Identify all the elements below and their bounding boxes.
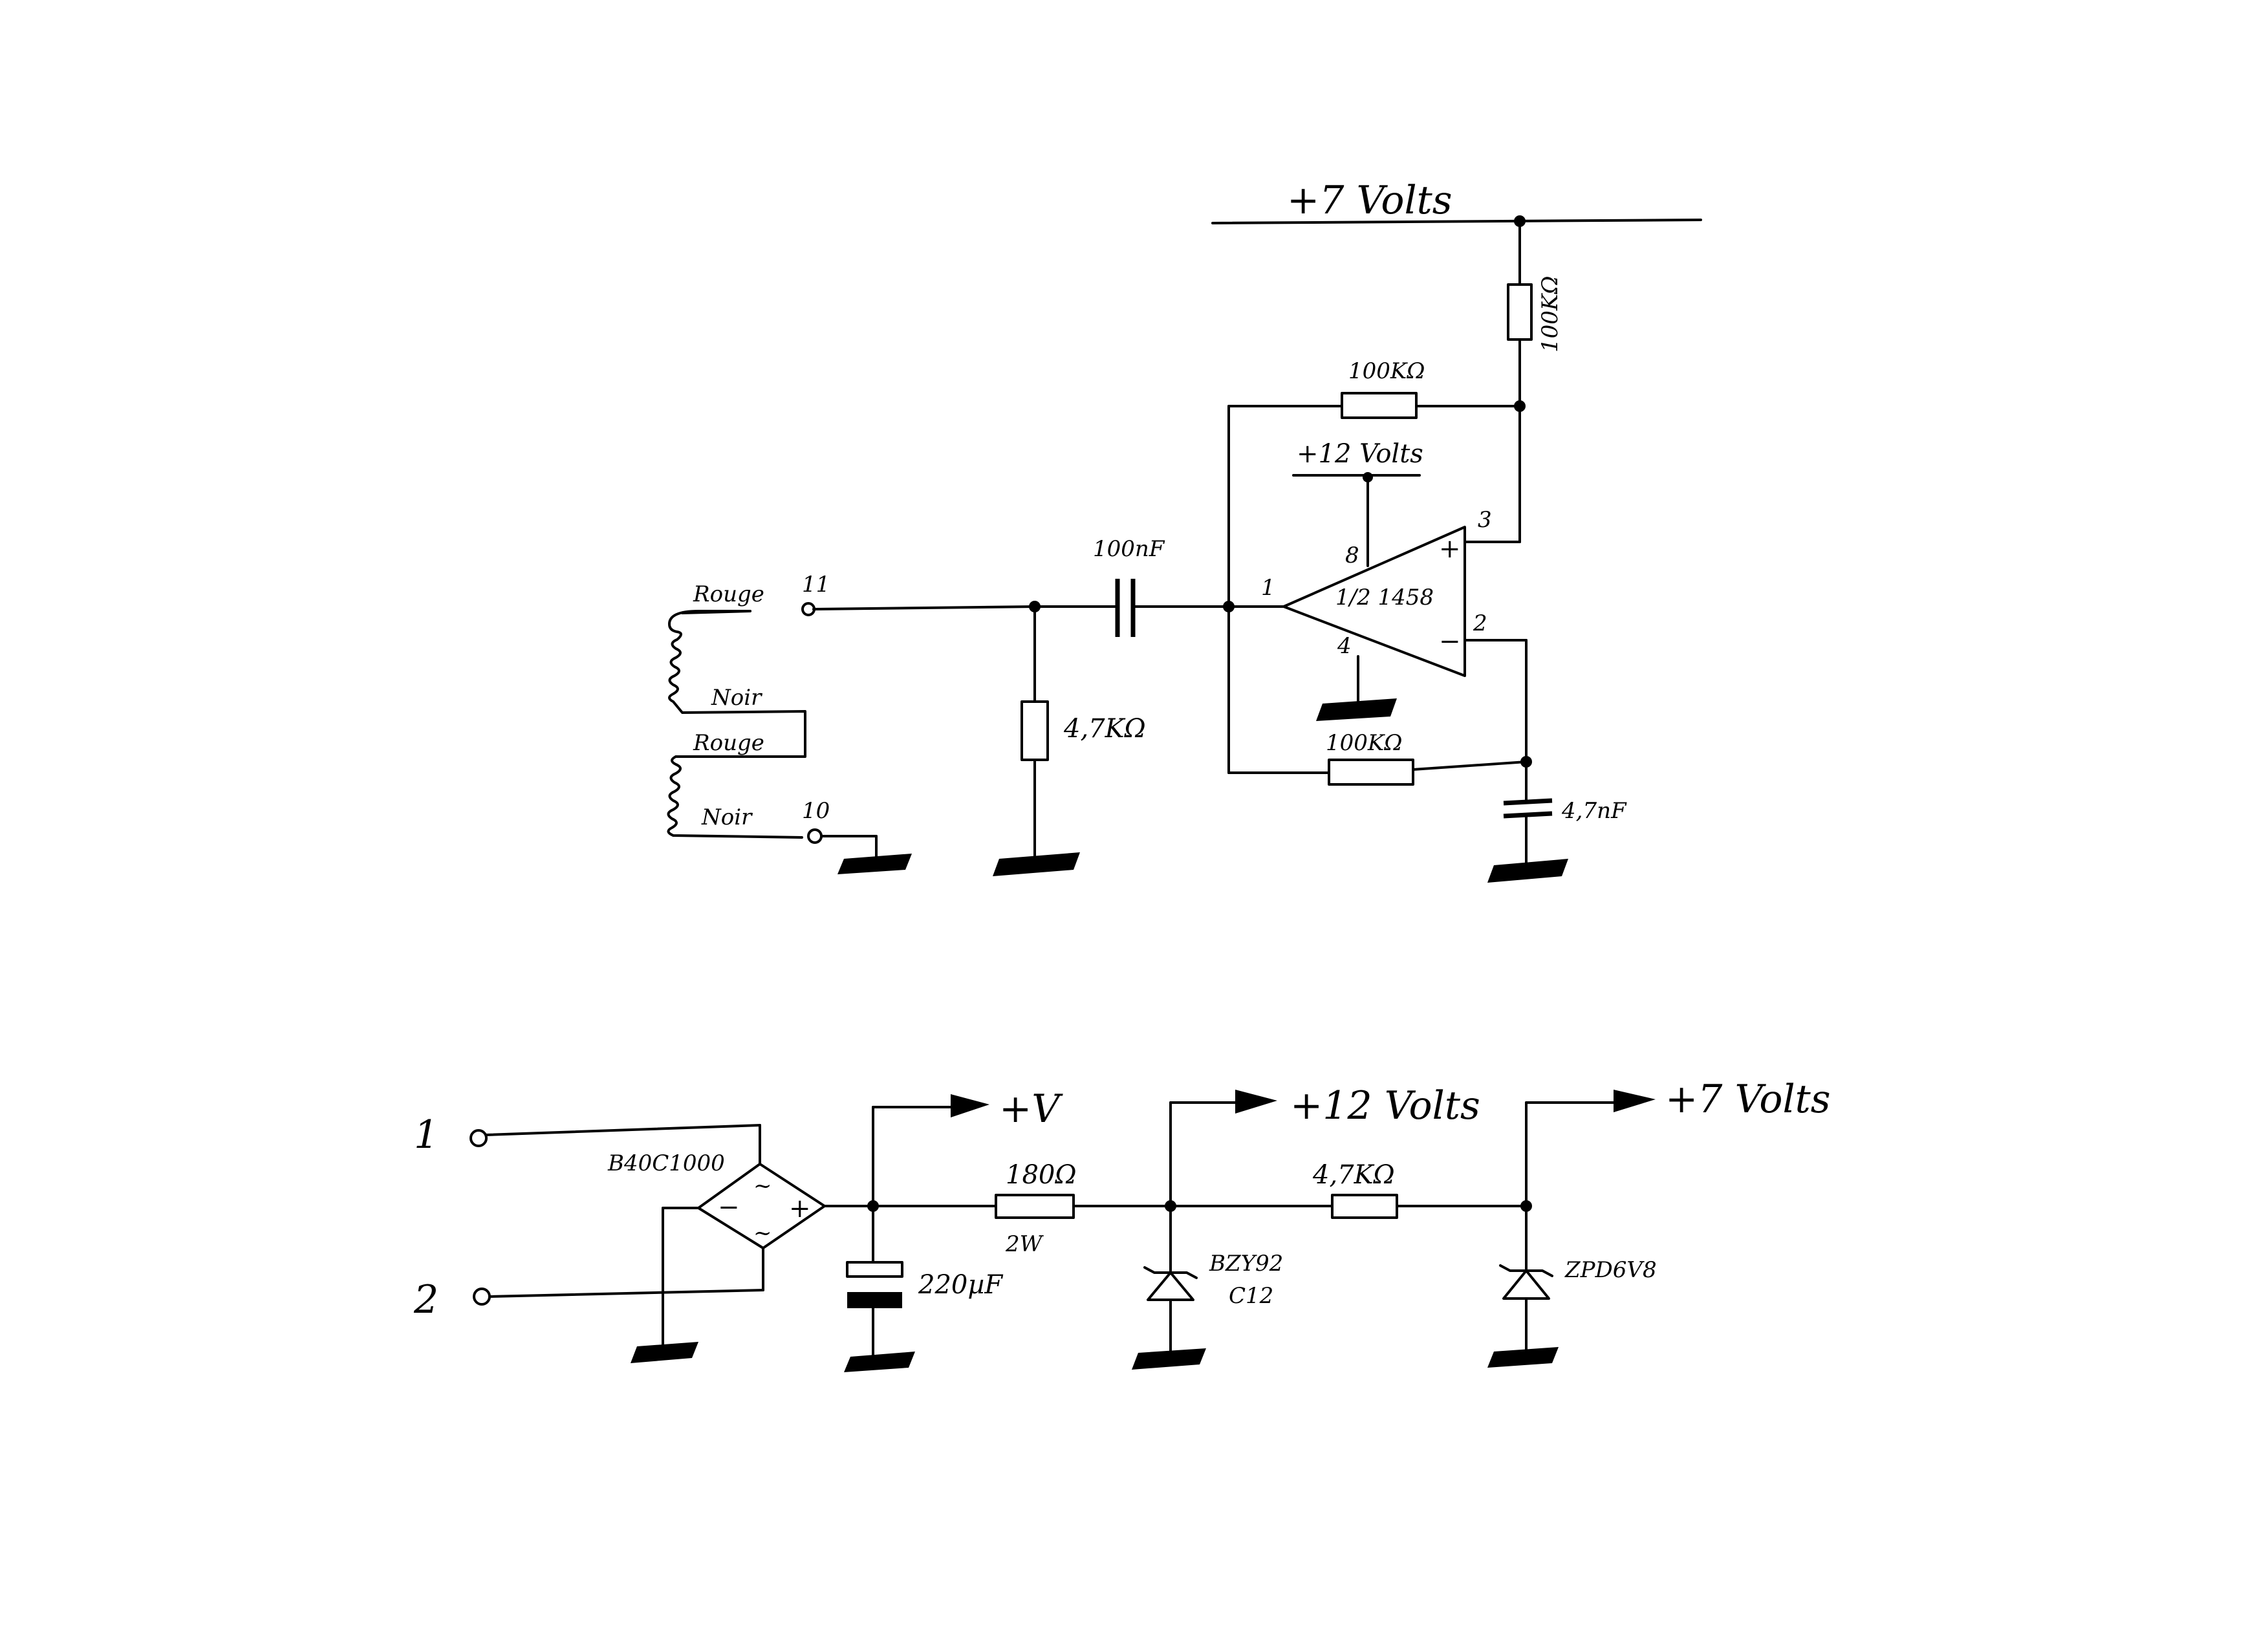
terminal-10 bbox=[807, 828, 823, 844]
pin-2-label: 2 bbox=[1473, 610, 1487, 636]
bridge-plus: + bbox=[789, 1194, 811, 1223]
resistor-180-label: 180Ω bbox=[1006, 1160, 1077, 1190]
resistor-180-power: 2W bbox=[1005, 1231, 1044, 1257]
resistor-4k7 bbox=[1331, 1194, 1398, 1219]
bridge-minus: − bbox=[718, 1192, 740, 1222]
resistor-feedback-top bbox=[1341, 392, 1418, 419]
opamp-label: 1/2 1458 bbox=[1335, 585, 1434, 610]
zener-bzy92-bar bbox=[1143, 1266, 1198, 1279]
arrow-out-7v bbox=[1614, 1090, 1656, 1112]
ground-symbol bbox=[631, 1342, 698, 1363]
ground-symbol bbox=[1132, 1348, 1206, 1370]
zener-1-label-line1: BZY92 bbox=[1209, 1251, 1283, 1277]
resistor-feedback-bottom bbox=[1328, 759, 1414, 786]
bridge-ac-top: ~ bbox=[753, 1173, 772, 1199]
coil-top bbox=[667, 610, 806, 839]
power-supply-circuit: 1 2 B40C1000 ~ ~ − + +V 220µF bbox=[413, 1077, 1831, 1372]
resistor-180 bbox=[995, 1194, 1075, 1219]
ground-symbol bbox=[1316, 698, 1397, 721]
coil-top-label: Rouge bbox=[693, 581, 764, 607]
terminal-11-label: 11 bbox=[802, 572, 830, 598]
zener-zpd6v8-bar bbox=[1499, 1264, 1553, 1277]
bridge-label: B40C1000 bbox=[607, 1150, 725, 1176]
rail-12v-label: +12 Volts bbox=[1297, 439, 1423, 469]
bridge-rectifier bbox=[697, 1163, 826, 1249]
resistor-input-label: 4,7KΩ bbox=[1063, 714, 1146, 744]
resistor-pullup-label: 100KΩ bbox=[1537, 276, 1563, 353]
capacitor-bypass bbox=[1503, 798, 1553, 806]
terminal-10-label: 10 bbox=[802, 798, 830, 824]
coil-top-end-label: Noir bbox=[711, 685, 762, 711]
zener-zpd6v8 bbox=[1502, 1269, 1550, 1300]
resistor-4k7-label: 4,7KΩ bbox=[1312, 1160, 1395, 1190]
pin-4-label: 4 bbox=[1337, 633, 1352, 659]
ground-symbol bbox=[844, 1352, 915, 1372]
rail-7v-label: +7 Volts bbox=[1287, 178, 1453, 223]
input-terminal-1 bbox=[470, 1129, 488, 1147]
amplifier-circuit: +7 Volts 100KΩ 100KΩ +12 Volts 8 1/2 145… bbox=[667, 178, 1702, 883]
capacitor-bypass-label: 4,7nF bbox=[1561, 798, 1627, 824]
out-7v-label: +7 Volts bbox=[1665, 1077, 1831, 1122]
opamp-plus-sign: + bbox=[1439, 534, 1461, 564]
wire bbox=[812, 605, 1036, 610]
coil-bottom-label: Rouge bbox=[693, 730, 764, 756]
ground-symbol bbox=[993, 852, 1080, 876]
pin-8-label: 8 bbox=[1345, 543, 1359, 568]
capacitor-filter-plate bbox=[846, 1261, 903, 1278]
zener-bzy92 bbox=[1147, 1271, 1194, 1301]
zener-1-label-line2: C12 bbox=[1229, 1283, 1273, 1309]
capacitor-coupling-label: 100nF bbox=[1093, 536, 1165, 562]
input-terminal-2 bbox=[473, 1288, 491, 1306]
coil-bottom-end-label: Noir bbox=[701, 804, 753, 830]
wire bbox=[485, 1124, 761, 1136]
arrow-out-12v bbox=[1235, 1090, 1277, 1114]
arrow-out-v bbox=[951, 1094, 989, 1117]
input-2-label: 2 bbox=[413, 1277, 438, 1322]
out-v-label: +V bbox=[999, 1086, 1063, 1132]
capacitor-filter-plate-negative bbox=[847, 1292, 902, 1308]
terminal-11 bbox=[801, 602, 815, 616]
rail-7v-wire bbox=[1211, 219, 1702, 224]
ground-symbol bbox=[837, 854, 912, 874]
resistor-feedback-bottom-label: 100KΩ bbox=[1326, 730, 1403, 756]
resistor-pullup bbox=[1507, 283, 1533, 341]
zener-2-label: ZPD6V8 bbox=[1564, 1257, 1657, 1283]
out-12v-label: +12 Volts bbox=[1290, 1083, 1480, 1128]
capacitor-filter-label: 220µF bbox=[918, 1270, 1003, 1300]
bridge-ac-bottom: ~ bbox=[753, 1220, 772, 1246]
wire bbox=[681, 610, 751, 614]
opamp-1458 bbox=[1282, 526, 1466, 677]
resistor-feedback-top-label: 100KΩ bbox=[1348, 358, 1425, 384]
input-1-label: 1 bbox=[414, 1112, 438, 1158]
resistor-input bbox=[1021, 700, 1049, 761]
wire bbox=[1412, 760, 1528, 771]
pin-1-label: 1 bbox=[1261, 575, 1275, 601]
pin-3-label: 3 bbox=[1478, 507, 1492, 533]
opamp-minus-sign: − bbox=[1439, 627, 1461, 656]
capacitor-bypass bbox=[1503, 811, 1553, 819]
ground-symbol bbox=[1487, 1347, 1559, 1368]
ground-symbol bbox=[1487, 859, 1568, 883]
wire bbox=[488, 1289, 764, 1298]
